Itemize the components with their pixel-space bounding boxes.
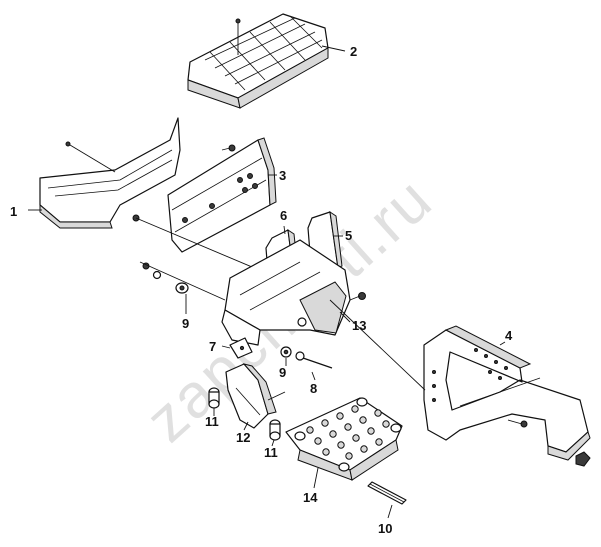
callout-7: 7 — [209, 339, 216, 354]
callout-2: 2 — [350, 44, 357, 59]
leader-lines — [28, 45, 506, 519]
callout-5: 5 — [345, 228, 352, 243]
callout-1: 1 — [10, 204, 17, 219]
part-9-nut-lower — [280, 346, 292, 358]
callout-4: 4 — [505, 328, 513, 343]
part-7-clip — [229, 337, 253, 359]
part-4-frame-bracket — [329, 299, 591, 467]
callout-6: 6 — [280, 208, 287, 223]
callout-14: 14 — [303, 490, 318, 505]
callout-11-left: 11 — [205, 414, 219, 429]
part-2-upper-step-tread — [187, 13, 329, 109]
callout-12: 12 — [236, 430, 250, 445]
part-13-support-arm — [221, 239, 366, 346]
part-11-bushing-right — [269, 419, 281, 441]
part-12-step-bracket — [225, 363, 286, 429]
part-3-mounting-plate — [132, 137, 331, 301]
callout-13: 13 — [352, 318, 366, 333]
callout-11-right: 11 — [264, 445, 278, 460]
part-1-side-cover — [39, 117, 181, 229]
part-10-pin — [367, 481, 407, 505]
part-8-bolt — [295, 351, 333, 369]
part-14-lower-step-tread — [285, 397, 403, 481]
callout-8: 8 — [310, 381, 317, 396]
part-9-washers — [139, 261, 226, 301]
part-11-bushing-left — [208, 387, 220, 409]
callout-3: 3 — [279, 168, 286, 183]
callout-9-lower: 9 — [279, 365, 286, 380]
callout-9-upper: 9 — [182, 316, 189, 331]
callout-labels: 1 2 3 4 5 6 7 8 9 9 10 11 11 12 13 14 — [10, 44, 513, 536]
callout-10: 10 — [378, 521, 392, 536]
